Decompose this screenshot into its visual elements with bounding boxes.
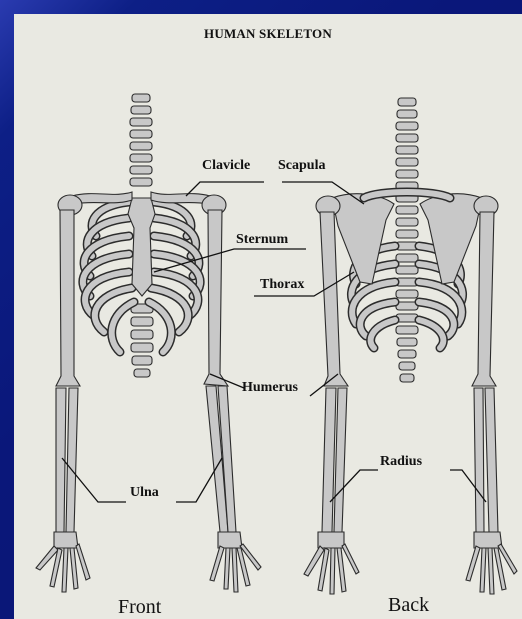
label-clavicle: Clavicle [202,158,250,174]
label-scapula: Scapula [278,158,325,174]
diagram-title: HUMAN SKELETON [14,26,522,42]
back-scapula-right [420,194,482,284]
back-radius-left [322,388,336,532]
front-hand-left [36,532,90,592]
back-hand-left [304,532,359,594]
diagram-panel: HUMAN SKELETON Clavicle Scapula Sternum … [14,14,522,619]
label-humerus: Humerus [242,380,298,396]
back-humerus-right [472,212,496,386]
front-humerus-right [204,210,228,386]
label-radius: Radius [380,454,422,470]
back-ulna-right [474,388,484,532]
back-skeleton [304,98,517,594]
back-scapula-left [332,194,394,284]
front-radius-left [66,388,78,532]
front-humerus-left [56,210,80,386]
front-sternum [128,198,155,296]
label-ulna: Ulna [130,485,159,501]
leader-lines [62,182,486,502]
label-sternum: Sternum [236,232,288,248]
front-hand-right [210,532,261,592]
back-hand-right [466,532,517,594]
skeleton-drawing [14,14,522,619]
label-thorax: Thorax [260,277,304,293]
back-radius-right [485,388,498,532]
view-label-front: Front [118,596,161,619]
front-clavicle-right [151,192,210,204]
front-ulna-left [56,388,66,532]
back-spine [396,98,418,382]
view-label-back: Back [388,594,429,617]
